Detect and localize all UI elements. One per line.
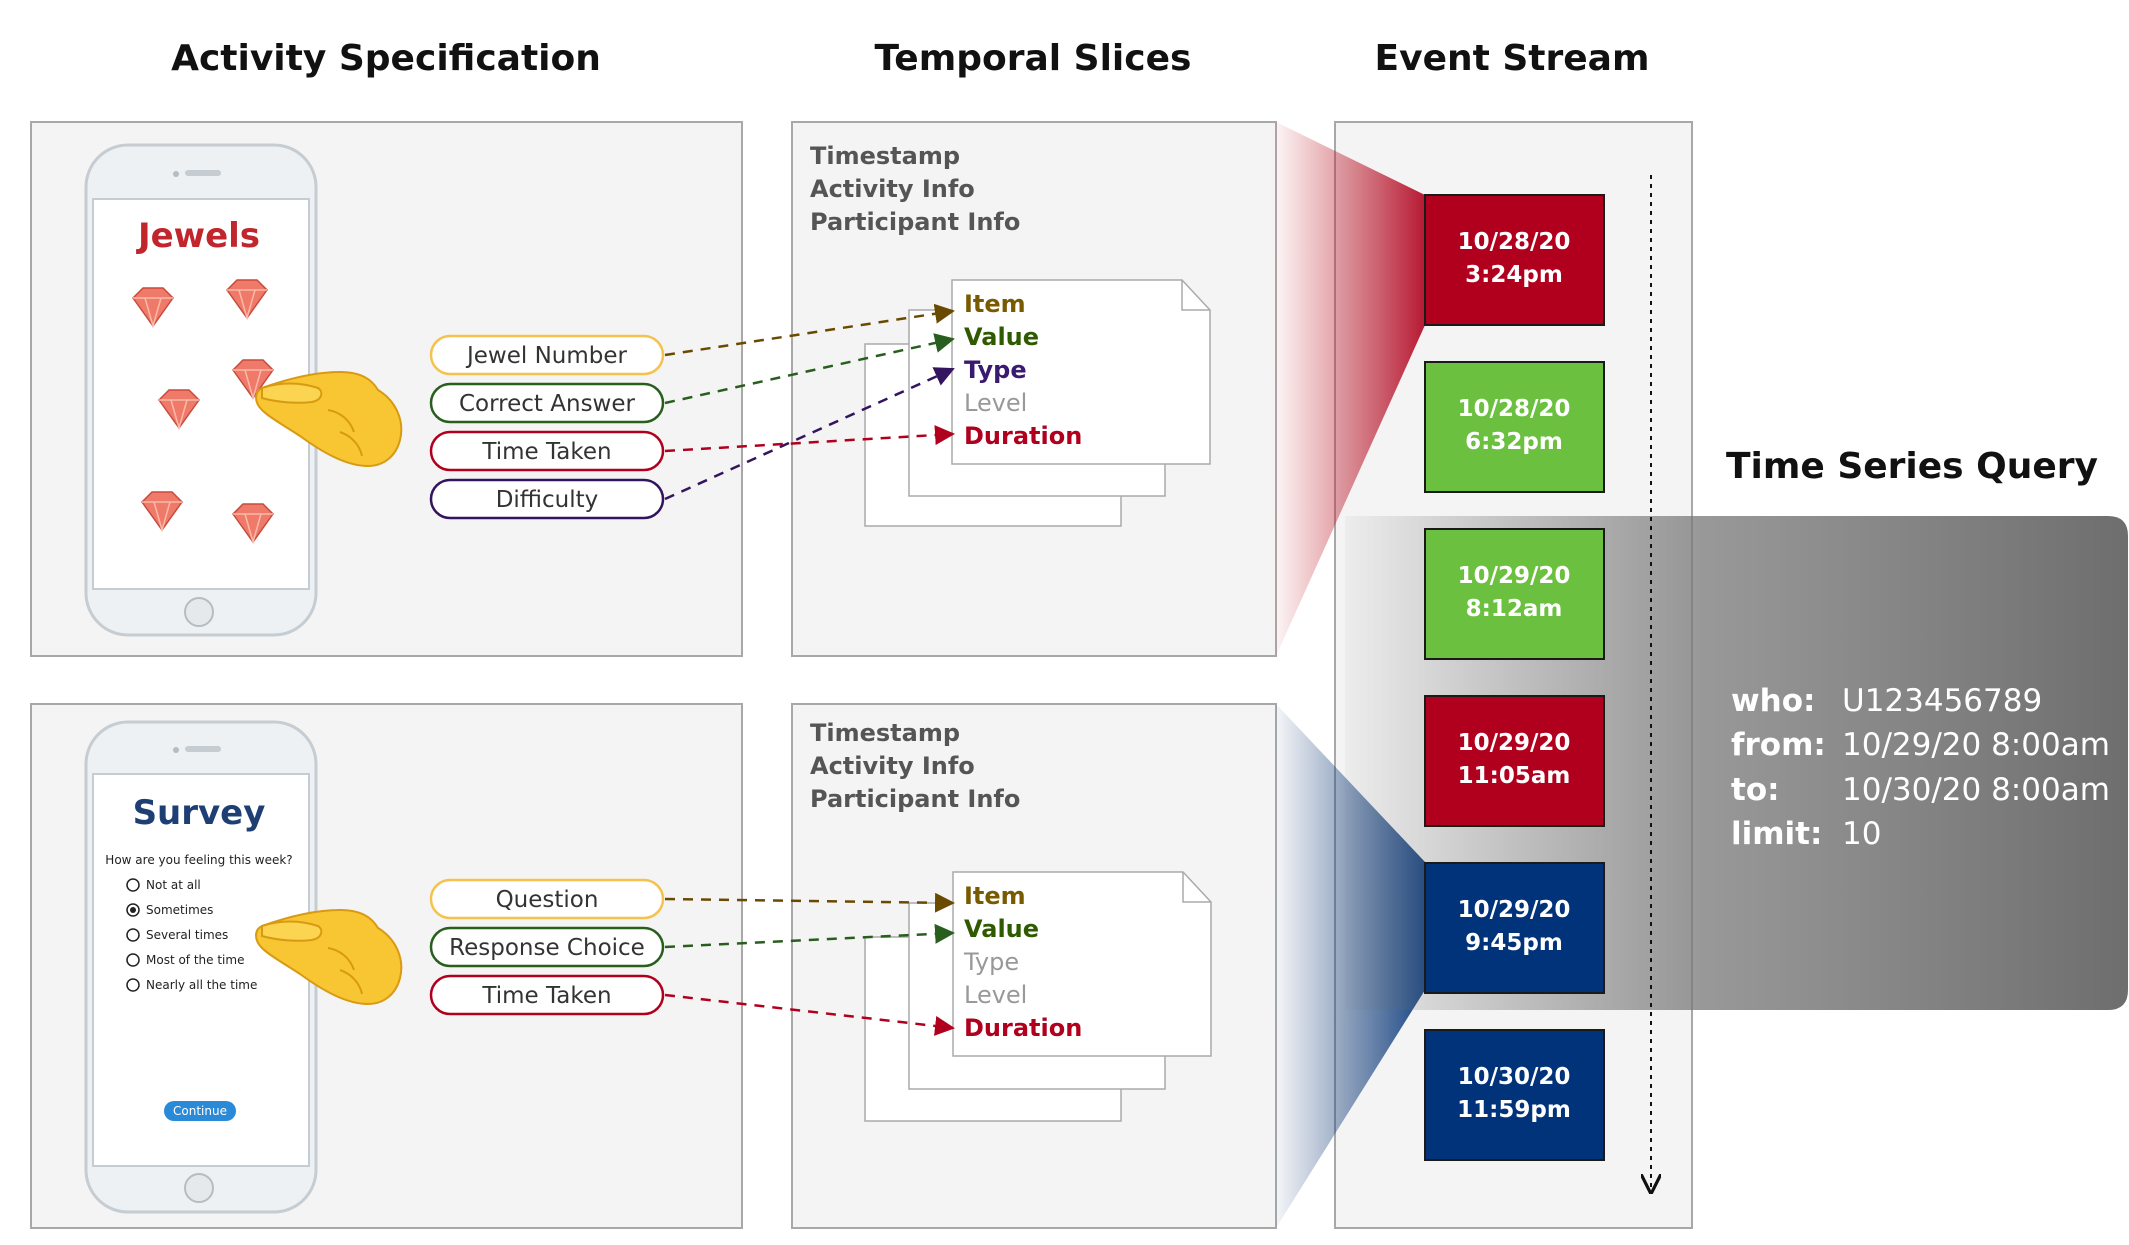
survey-option[interactable]: Most of the time: [126, 953, 244, 967]
field-value: Value: [964, 915, 1039, 943]
query-who-label: who:: [1731, 683, 1815, 719]
survey-option-label: Nearly all the time: [146, 978, 257, 992]
arrow-response-choice-to-value: [664, 923, 955, 949]
survey-option[interactable]: Sometimes: [126, 903, 213, 917]
pill-survey-time-taken-label: Time Taken: [481, 983, 611, 1009]
header-time-series-query: Time Series Query: [1726, 446, 2098, 487]
pill-correct-answer: Correct Answer: [429, 382, 665, 424]
pill-response-choice-label: Response Choice: [449, 935, 645, 961]
pill-time-taken-label: Time Taken: [481, 439, 611, 465]
survey-option[interactable]: Not at all: [126, 878, 201, 892]
pill-question: Question: [429, 878, 665, 920]
event-date: 10/29/20: [1458, 730, 1571, 756]
pill-correct-answer-label: Correct Answer: [459, 391, 636, 417]
event-box: 10/28/20 6:32pm: [1424, 361, 1605, 493]
arrow-time-taken-to-duration: [664, 425, 955, 453]
pill-difficulty: Difficulty: [429, 478, 665, 520]
field-duration: Duration: [964, 1014, 1082, 1042]
query-to-label: to:: [1731, 772, 1780, 808]
field-item: Item: [964, 290, 1026, 318]
survey-title: Survey: [133, 793, 266, 833]
slice-meta-activity-info: Activity Info: [810, 752, 975, 780]
field-type: Type: [964, 356, 1027, 384]
arrow-question-to-item: [664, 892, 955, 913]
query-to-value: 10/30/20 8:00am: [1842, 772, 2110, 808]
header-event-stream: Event Stream: [1375, 38, 1650, 79]
pill-jewel-number: Jewel Number: [429, 334, 665, 376]
event-box: 10/29/20 9:45pm: [1424, 862, 1605, 994]
pill-question-label: Question: [496, 887, 599, 913]
field-duration: Duration: [964, 422, 1082, 450]
jewels-title: Jewels: [136, 216, 260, 256]
jewels-slice-funnel: [1276, 122, 1425, 656]
jewel-gems: [132, 279, 274, 545]
pill-jewel-number-label: Jewel Number: [465, 343, 628, 369]
query-limit-value: 10: [1842, 816, 1881, 852]
event-time: 6:32pm: [1465, 429, 1563, 455]
event-box: 10/30/20 11:59pm: [1424, 1029, 1605, 1161]
query-details: who: U123456789 from: 10/29/20 8:00am to…: [1731, 683, 2110, 852]
gem-icon: [232, 359, 274, 401]
gem-icon: [232, 503, 274, 545]
query-from-value: 10/29/20 8:00am: [1842, 727, 2110, 763]
survey-option[interactable]: Several times: [126, 928, 228, 942]
continue-label: Continue: [173, 1104, 227, 1118]
field-type: Type: [963, 948, 1019, 976]
survey-option[interactable]: Nearly all the time: [126, 978, 257, 992]
survey-slice-stack: [864, 871, 1212, 1122]
header-temporal-slices: Temporal Slices: [875, 38, 1192, 79]
event-time: 11:59pm: [1457, 1097, 1571, 1123]
survey-question: How are you feeling this week?: [105, 853, 292, 867]
field-item: Item: [964, 882, 1026, 910]
field-value: Value: [964, 323, 1039, 351]
survey-option-label: Sometimes: [146, 903, 213, 917]
mapping-arrows: [664, 303, 955, 1036]
event-time: 3:24pm: [1465, 262, 1563, 288]
event-date: 10/28/20: [1458, 396, 1571, 422]
pointing-hand-icon: [255, 370, 403, 468]
pill-time-taken: Time Taken: [429, 430, 665, 472]
arrow-correct-answer-to-value: [664, 333, 955, 405]
event-date: 10/28/20: [1458, 229, 1571, 255]
query-who-value: U123456789: [1842, 683, 2042, 719]
pill-difficulty-label: Difficulty: [496, 487, 599, 513]
event-time: 11:05am: [1458, 763, 1571, 789]
slice-meta-timestamp: Timestamp: [810, 719, 960, 747]
continue-button[interactable]: Continue: [164, 1101, 236, 1121]
query-limit-label: limit:: [1731, 816, 1822, 852]
gem-icon: [141, 491, 183, 533]
radio-selected-dot: [130, 907, 136, 913]
pointing-hand-icon: [255, 908, 403, 1006]
event-date: 10/29/20: [1458, 563, 1571, 589]
gem-icon: [158, 389, 200, 431]
slice-meta-participant-info: Participant Info: [810, 208, 1020, 236]
slice-meta-participant-info: Participant Info: [810, 785, 1020, 813]
event-time: 8:12am: [1466, 596, 1563, 622]
field-level: Level: [964, 981, 1027, 1009]
survey-phone: [84, 720, 318, 1214]
header-activity-specification: Activity Specification: [171, 38, 601, 79]
event-box: 10/29/20 11:05am: [1424, 695, 1605, 827]
event-box: 10/28/20 3:24pm: [1424, 194, 1605, 326]
event-time: 9:45pm: [1465, 930, 1563, 956]
gem-icon: [132, 287, 174, 329]
event-list: 10/28/20 3:24pm 10/28/20 6:32pm 10/29/20 8:12…: [1424, 194, 1605, 1161]
gem-icon: [226, 279, 268, 321]
pill-survey-time-taken: Time Taken: [429, 974, 665, 1016]
arrow-jewel-number-to-item: [664, 303, 955, 357]
arrow-survey-time-taken-to-duration: [664, 993, 955, 1036]
field-level: Level: [964, 389, 1027, 417]
slice-meta-activity-info: Activity Info: [810, 175, 975, 203]
event-box: 10/29/20 8:12am: [1424, 528, 1605, 660]
slice-meta-timestamp: Timestamp: [810, 142, 960, 170]
query-from-label: from:: [1731, 727, 1826, 763]
survey-option-label: Most of the time: [146, 953, 244, 967]
survey-option-label: Not at all: [146, 878, 201, 892]
event-date: 10/29/20: [1458, 897, 1571, 923]
event-date: 10/30/20: [1458, 1064, 1571, 1090]
pill-response-choice: Response Choice: [429, 926, 665, 968]
survey-option-label: Several times: [146, 928, 228, 942]
